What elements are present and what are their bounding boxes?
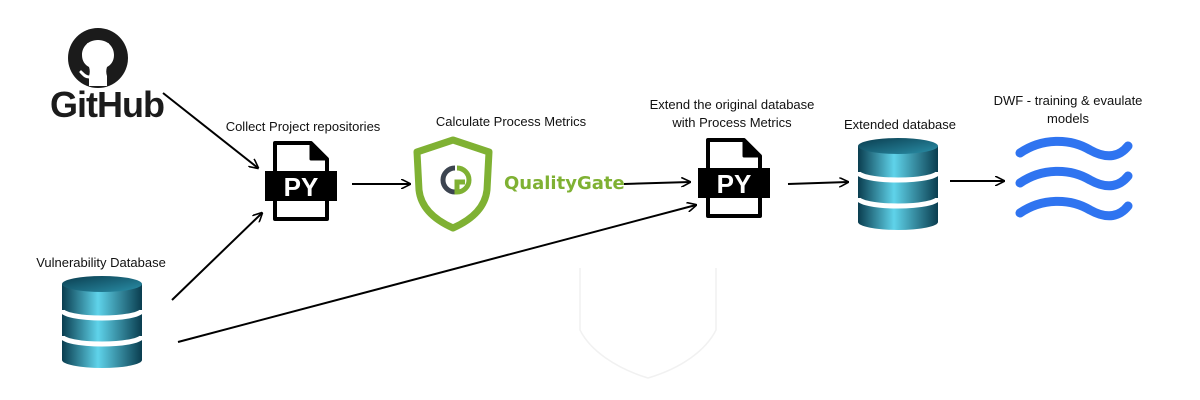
arrow-vulndb-to-extend	[177, 205, 696, 343]
arrows	[162, 92, 1004, 343]
label-extended-database: Extended database	[843, 117, 957, 132]
github-wordmark: GitHub	[50, 84, 165, 125]
github-icon	[68, 28, 128, 88]
label-extend-line2: with Process Metrics	[672, 115, 792, 130]
label-extend-database: Extend the original database with Proces…	[630, 96, 834, 132]
label-calculate-metrics: Calculate Process Metrics	[435, 114, 587, 129]
label-vulnerability-database: Vulnerability Database	[36, 255, 166, 270]
label-dwf: DWF - training & evaulate models	[970, 92, 1166, 128]
qualitygate-wordmark: QualityGate	[504, 173, 625, 194]
py-label: PY	[283, 172, 319, 202]
label-dwf-line2: models	[1047, 111, 1089, 126]
database-icon	[855, 138, 941, 230]
py-label: PY	[716, 169, 752, 199]
label-collect-repositories: Collect Project repositories	[225, 119, 381, 134]
arrow-extend-to-extended-db	[787, 182, 848, 184]
label-dwf-line1: DWF - training & evaulate	[993, 93, 1143, 108]
qualitygate-shield-icon	[413, 136, 493, 232]
label-extend-line1: Extend the original database	[649, 97, 815, 112]
database-icon	[59, 276, 145, 368]
wave-icon	[1015, 136, 1133, 221]
arrow-qualitygate-to-extend	[623, 182, 690, 184]
python-file-icon	[265, 141, 337, 221]
python-file-icon	[698, 138, 770, 218]
arrow-vulndb-to-collect	[171, 213, 262, 301]
arrow-github-to-collect	[162, 92, 258, 168]
faint-shield-outline	[579, 268, 717, 379]
